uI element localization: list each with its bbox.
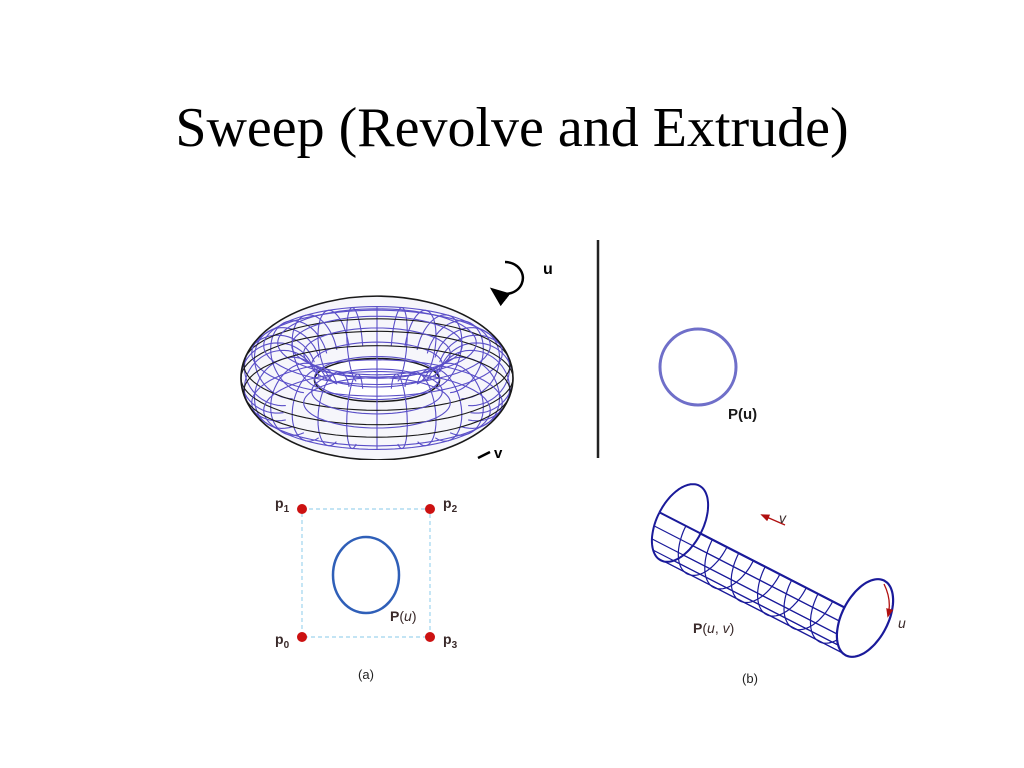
cylinder-mesh <box>650 483 895 658</box>
caption-a: (a) <box>358 667 374 682</box>
label-p3: p3 <box>443 631 458 651</box>
torus-meridian-line <box>243 349 315 422</box>
torus-parallel-line <box>303 377 451 429</box>
profile-curve <box>658 327 738 407</box>
v-direction-label: v <box>779 510 787 526</box>
torus-parallel-line <box>243 345 511 438</box>
curve-a-label: P(u) <box>390 608 416 624</box>
u-direction-label: u <box>898 615 906 631</box>
torus-meridian-line <box>240 342 314 414</box>
torus-meridian-line <box>253 327 320 400</box>
v-direction-arrow-icon <box>760 514 786 526</box>
torus-parallel-line <box>263 370 491 450</box>
torus-outline <box>240 295 514 460</box>
torus-parallel-line <box>263 306 491 386</box>
sweep-arrow-icon <box>477 450 491 460</box>
rotation-arrow-icon <box>489 260 525 307</box>
surface-label: P(u, v) <box>693 620 734 636</box>
torus-parallel-line <box>311 341 443 388</box>
control-point-p1 <box>297 504 307 514</box>
torus-meridian-line <box>440 342 514 414</box>
figure-a: p1 p2 p0 p3 P(u) (a) <box>275 495 458 682</box>
cylinder-generator-line <box>673 560 859 657</box>
profile-curve-label: P(u) <box>728 406 757 423</box>
cylinder-front-cap <box>835 578 895 658</box>
slide-title: Sweep (Revolve and Extrude) <box>175 97 849 159</box>
label-p2: p2 <box>443 495 458 515</box>
control-point-p0 <box>297 632 307 642</box>
curve-a <box>331 535 401 615</box>
cylinder-ring-line <box>650 511 702 563</box>
torus-figure <box>240 295 514 460</box>
figure-b: v u P(u, v) (b) <box>650 483 906 686</box>
torus-parallel-line <box>251 359 503 447</box>
control-point-p3 <box>425 632 435 642</box>
torus-parallel-line <box>243 318 511 411</box>
torus-mesh <box>240 295 514 460</box>
control-point-p2 <box>425 504 435 514</box>
rotation-label: u <box>543 261 553 278</box>
cylinder-ring-line <box>677 525 728 577</box>
cylinder-ring-line <box>704 539 754 590</box>
cylinder-back-rim <box>658 483 710 535</box>
torus-parallel-line <box>277 308 477 378</box>
cylinder-ring-line <box>730 552 781 604</box>
control-box <box>301 508 431 638</box>
cylinder-ring-line <box>756 566 807 617</box>
sweep-label: v <box>494 445 503 462</box>
cylinder-ring-line <box>783 580 834 631</box>
label-p1: p1 <box>275 495 290 515</box>
torus-parallel-line <box>291 315 463 376</box>
torus-meridian-line <box>317 309 350 385</box>
caption-b: (b) <box>742 671 758 686</box>
u-direction-arrow-icon <box>883 583 894 618</box>
label-p0: p0 <box>275 631 290 651</box>
